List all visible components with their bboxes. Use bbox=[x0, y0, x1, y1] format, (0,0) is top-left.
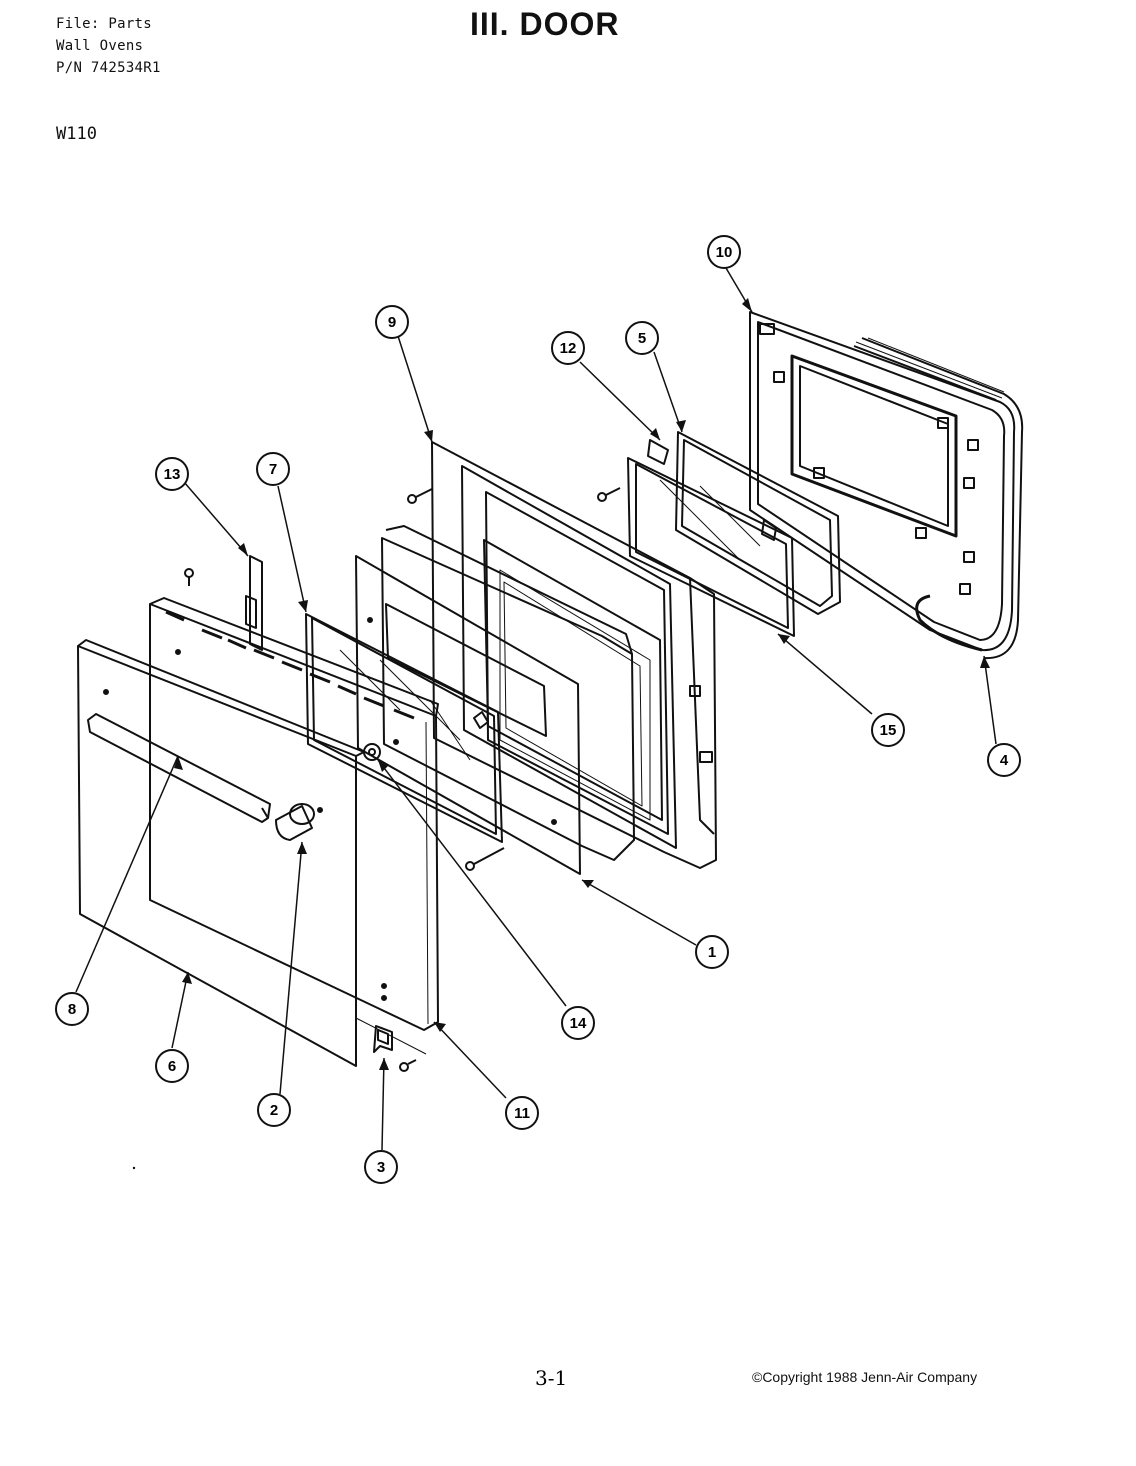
copyright-notice: ©Copyright 1988 Jenn-Air Company bbox=[752, 1369, 978, 1385]
callout-8-label: 8 bbox=[68, 1001, 76, 1018]
callout-15-label: 15 bbox=[880, 722, 897, 739]
screw-12 bbox=[597, 487, 621, 502]
part-number-label: P/N 742534R1 bbox=[56, 60, 161, 76]
callout-6: 6 bbox=[155, 1049, 189, 1083]
callout-1-label: 1 bbox=[708, 944, 716, 961]
callout-5-label: 5 bbox=[638, 330, 646, 347]
callout-2: 2 bbox=[257, 1093, 291, 1127]
door-frame bbox=[407, 441, 717, 869]
callout-6-label: 6 bbox=[168, 1058, 176, 1075]
callout-10: 10 bbox=[707, 235, 741, 269]
page-title: III. DOOR bbox=[470, 6, 620, 42]
hinge-bracket bbox=[245, 555, 263, 651]
outer-door-panel bbox=[77, 639, 365, 1067]
callout-13: 13 bbox=[155, 457, 189, 491]
callout-4-label: 4 bbox=[1000, 752, 1009, 769]
door-panel bbox=[149, 597, 489, 1031]
callout-3-label: 3 bbox=[377, 1159, 385, 1176]
callout-9: 9 bbox=[375, 305, 409, 339]
callout-14-label: 14 bbox=[570, 1015, 587, 1032]
bushing bbox=[363, 739, 399, 761]
file-label: File: Parts bbox=[56, 16, 153, 32]
page-number: 3-1 bbox=[535, 1366, 568, 1390]
product-label: Wall Ovens bbox=[56, 38, 144, 54]
callout-11-label: 11 bbox=[514, 1105, 530, 1122]
callout-7-label: 7 bbox=[269, 461, 277, 478]
stray-dot bbox=[132, 1166, 136, 1170]
middle-glass bbox=[305, 613, 503, 843]
callout-13-label: 13 bbox=[164, 466, 181, 483]
gasket bbox=[675, 431, 841, 615]
leader-lines bbox=[75, 267, 997, 1151]
handle-bar bbox=[87, 713, 271, 823]
callout-2-label: 2 bbox=[270, 1102, 278, 1119]
callout-10-label: 10 bbox=[716, 244, 733, 261]
callout-9-label: 9 bbox=[388, 314, 396, 331]
door-liner bbox=[749, 311, 1024, 660]
callout-3: 3 bbox=[364, 1150, 398, 1184]
callout-12-label: 12 bbox=[560, 340, 577, 357]
callout-11: 11 bbox=[505, 1096, 539, 1130]
latch-clip bbox=[355, 1017, 427, 1072]
callout-7: 7 bbox=[256, 452, 290, 486]
inner-panel bbox=[355, 525, 651, 875]
model-label: W110 bbox=[56, 124, 97, 144]
callout-14: 14 bbox=[561, 1006, 595, 1040]
inner-glass bbox=[627, 439, 795, 637]
leader-arrowheads bbox=[174, 298, 990, 1070]
door-trim bbox=[855, 337, 1005, 399]
callout-8: 8 bbox=[55, 992, 89, 1026]
knob bbox=[275, 803, 323, 841]
screw-top bbox=[184, 568, 194, 586]
callout-1: 1 bbox=[695, 935, 729, 969]
callout-12: 12 bbox=[551, 331, 585, 365]
callout-5: 5 bbox=[625, 321, 659, 355]
callout-4: 4 bbox=[987, 743, 1021, 777]
callout-15: 15 bbox=[871, 713, 905, 747]
